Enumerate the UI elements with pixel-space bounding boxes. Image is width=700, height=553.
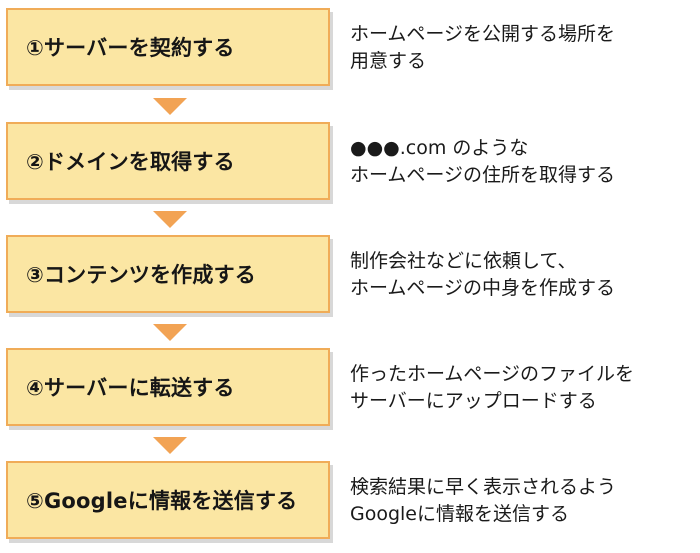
down-arrow-icon <box>153 211 187 228</box>
down-arrow-icon <box>153 437 187 454</box>
step-4: ④サーバーに転送する 作ったホームページのファイルを サーバーにアップロードする <box>0 348 700 432</box>
step-title: ④サーバーに転送する <box>26 376 235 400</box>
step-3: ③コンテンツを作成する 制作会社などに依頼して、 ホームページの中身を作成する <box>0 235 700 319</box>
down-arrow-icon <box>153 324 187 341</box>
description-line: ホームページを公開する場所を <box>350 23 616 45</box>
description-line: 用意する <box>350 50 427 72</box>
down-arrow-icon <box>153 98 187 115</box>
step-description: ●●●.com のような ホームページの住所を取得する <box>350 135 695 189</box>
step-box: ①サーバーを契約する <box>6 8 330 86</box>
description-line: サーバーにアップロードする <box>350 390 597 412</box>
step-title: ①サーバーを契約する <box>26 36 235 60</box>
description-line: 制作会社などに依頼して、 <box>350 250 577 272</box>
step-1: ①サーバーを契約する ホームページを公開する場所を 用意する <box>0 8 700 92</box>
step-description: 制作会社などに依頼して、 ホームページの中身を作成する <box>350 248 695 302</box>
step-title: ③コンテンツを作成する <box>26 263 256 287</box>
description-line: ホームページの住所を取得する <box>350 164 616 186</box>
description-line: ホームページの中身を作成する <box>350 277 616 299</box>
step-description: ホームページを公開する場所を 用意する <box>350 21 695 75</box>
step-2: ②ドメインを取得する ●●●.com のような ホームページの住所を取得する <box>0 122 700 206</box>
description-line: 作ったホームページのファイルを <box>350 363 635 385</box>
step-title: ②ドメインを取得する <box>26 150 235 174</box>
step-box: ②ドメインを取得する <box>6 122 330 200</box>
description-line: ●●●.com のような <box>350 137 529 159</box>
step-5: ⑤Googleに情報を送信する 検索結果に早く表示されるよう Googleに情報… <box>0 461 700 545</box>
step-description: 作ったホームページのファイルを サーバーにアップロードする <box>350 361 695 415</box>
description-line: 検索結果に早く表示されるよう <box>350 476 617 498</box>
step-description: 検索結果に早く表示されるよう Googleに情報を送信する <box>350 474 695 528</box>
step-box: ④サーバーに転送する <box>6 348 330 426</box>
description-line: Googleに情報を送信する <box>350 503 570 525</box>
step-title: ⑤Googleに情報を送信する <box>26 489 298 513</box>
step-box: ⑤Googleに情報を送信する <box>6 461 330 539</box>
step-box: ③コンテンツを作成する <box>6 235 330 313</box>
